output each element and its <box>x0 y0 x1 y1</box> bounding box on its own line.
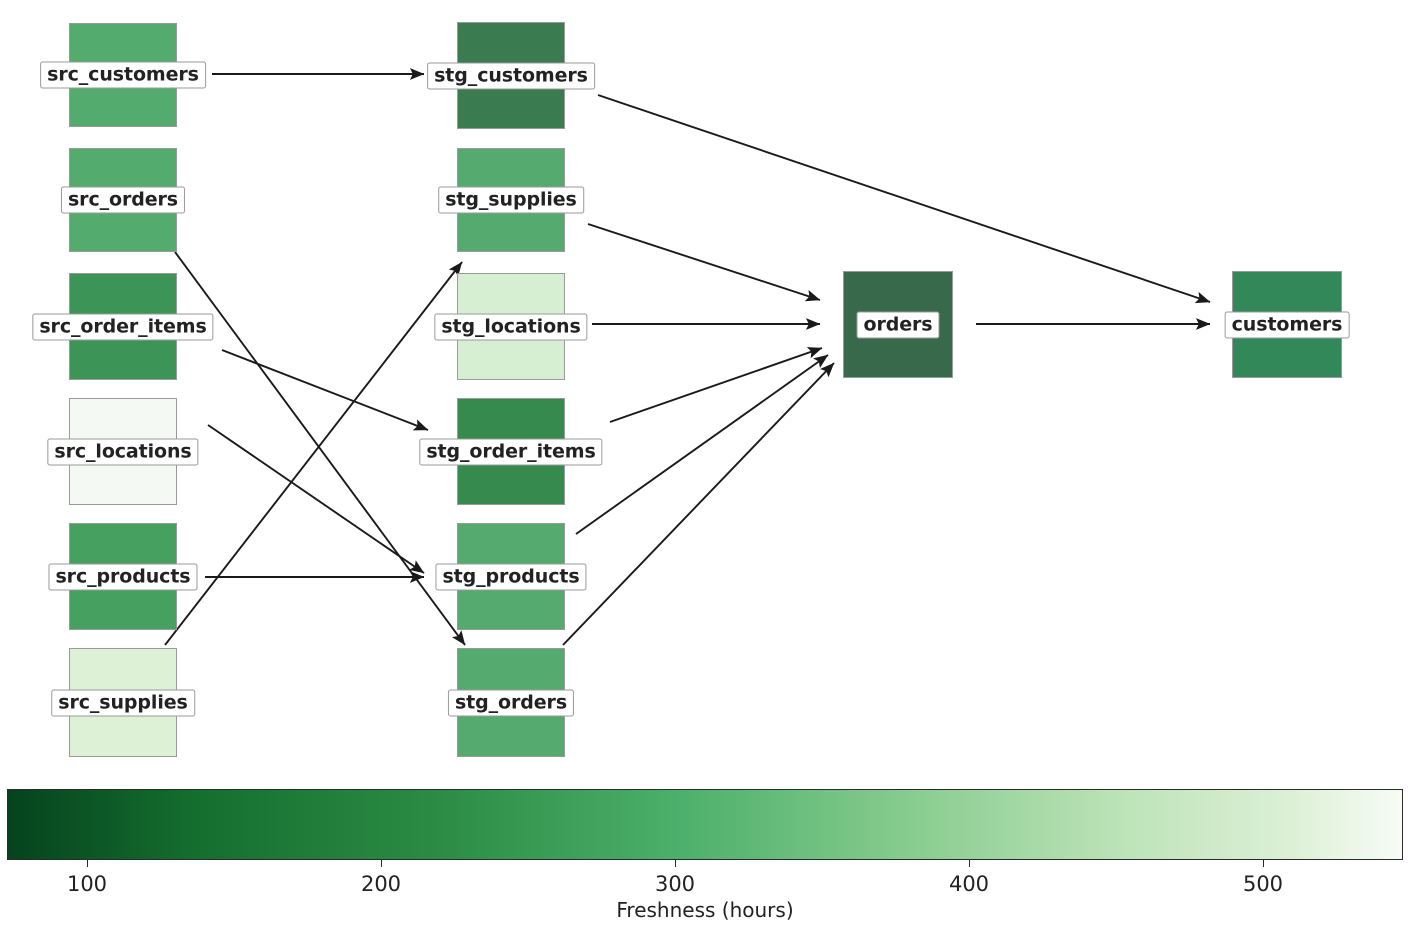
edge-stg_orders-to-orders <box>562 362 835 646</box>
colorbar-tick-mark <box>675 860 677 867</box>
colorbar-title: Freshness (hours) <box>616 898 794 922</box>
node-label-stg_orders[interactable]: stg_orders <box>447 689 575 716</box>
node-label-src_orders[interactable]: src_orders <box>60 186 186 214</box>
node-label-orders[interactable]: orders <box>856 311 940 338</box>
node-label-src_locations[interactable]: src_locations <box>47 438 199 465</box>
edge-src_locations-to-stg_products <box>207 424 425 574</box>
edge-stg_order_items-to-orders <box>609 347 823 423</box>
node-label-stg_products[interactable]: stg_products <box>435 563 587 590</box>
colorbar-tick-label: 200 <box>360 872 402 896</box>
colorbar-tick-mark <box>87 860 89 867</box>
node-label-stg_locations[interactable]: stg_locations <box>434 313 588 340</box>
colorbar-tick-mark <box>381 860 383 867</box>
colorbar-tick-label: 500 <box>1242 872 1284 896</box>
colorbar-tick-mark <box>969 860 971 867</box>
edge-src_supplies-to-stg_locations <box>164 261 463 646</box>
colorbar-tick-mark <box>1263 860 1265 867</box>
edge-stg_customers-to-customers <box>597 94 1211 304</box>
colorbar-gradient <box>7 789 1403 860</box>
edge-stg_supplies-to-orders <box>587 223 821 302</box>
node-label-src_supplies[interactable]: src_supplies <box>51 689 195 716</box>
colorbar-tick-label: 400 <box>948 872 990 896</box>
colorbar-tick-label: 300 <box>654 872 696 896</box>
edges <box>164 68 1211 646</box>
edge-src_order_items-to-stg_order_items <box>221 349 429 431</box>
node-label-src_products[interactable]: src_products <box>48 563 198 590</box>
node-label-customers[interactable]: customers <box>1224 311 1350 338</box>
colorbar-tick-label: 100 <box>66 872 108 896</box>
node-label-src_order_items[interactable]: src_order_items <box>32 313 214 340</box>
node-label-src_customers[interactable]: src_customers <box>40 61 206 89</box>
node-label-stg_customers[interactable]: stg_customers <box>427 62 595 89</box>
edge-stg_products-to-orders <box>575 354 829 535</box>
node-label-stg_supplies[interactable]: stg_supplies <box>438 186 584 214</box>
node-label-stg_order_items[interactable]: stg_order_items <box>419 438 603 465</box>
